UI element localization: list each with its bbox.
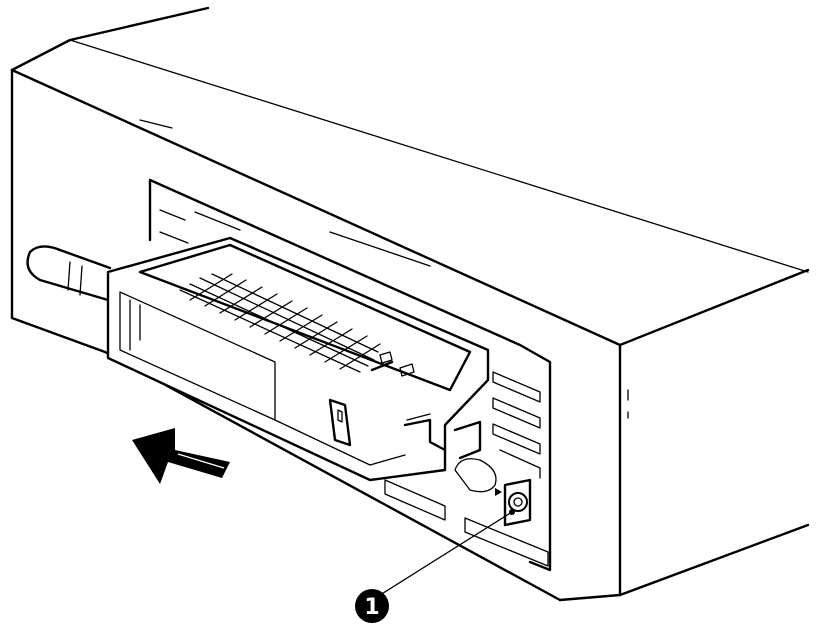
cartridge-notches <box>403 418 482 460</box>
drive-top-detail-2 <box>329 231 431 267</box>
cartridge-grip-texture <box>179 273 381 373</box>
callout-1: 1 <box>355 589 389 623</box>
callout-leader-dot <box>509 509 515 515</box>
write-protect-icon <box>328 398 352 447</box>
cartridge-label-grip <box>129 299 141 351</box>
drive-top-back-edge <box>10 6 210 72</box>
cartridge-notch-top <box>406 413 431 421</box>
drive-enclosure <box>10 6 810 602</box>
eject-arrow-icon <box>132 428 230 484</box>
finger-scoop <box>454 458 497 493</box>
bezel-bottom-front <box>103 350 562 602</box>
drive-top-right-edge <box>618 268 810 347</box>
drive-bottom-right-edge <box>618 523 810 597</box>
callout-leader-line <box>379 511 513 596</box>
drive-handle <box>26 245 112 302</box>
cartridge-body <box>106 236 490 482</box>
cartridge-top-face <box>138 243 472 392</box>
bezel-vent-slots <box>492 371 541 479</box>
tape-cartridge <box>106 236 490 482</box>
cartridge-bottom-edge <box>274 419 406 466</box>
bezel-lower-bar-right <box>464 517 549 567</box>
bezel-upper-slot <box>194 211 241 231</box>
drive-top-front-edge <box>10 68 622 347</box>
drive-left-panel <box>10 68 107 354</box>
callout-label: 1 <box>364 595 379 620</box>
drive-top-detail <box>139 119 173 129</box>
bezel-outline <box>148 178 552 572</box>
bezel-lower-bar-left <box>384 479 446 521</box>
cartridge-logo-marks <box>370 351 415 377</box>
callout-circle <box>355 589 389 623</box>
eject-button-icon <box>495 478 532 527</box>
drive-top-ridge <box>69 39 809 273</box>
bezel-left-slots <box>159 209 189 244</box>
bezel-bottom-edge <box>558 593 622 602</box>
